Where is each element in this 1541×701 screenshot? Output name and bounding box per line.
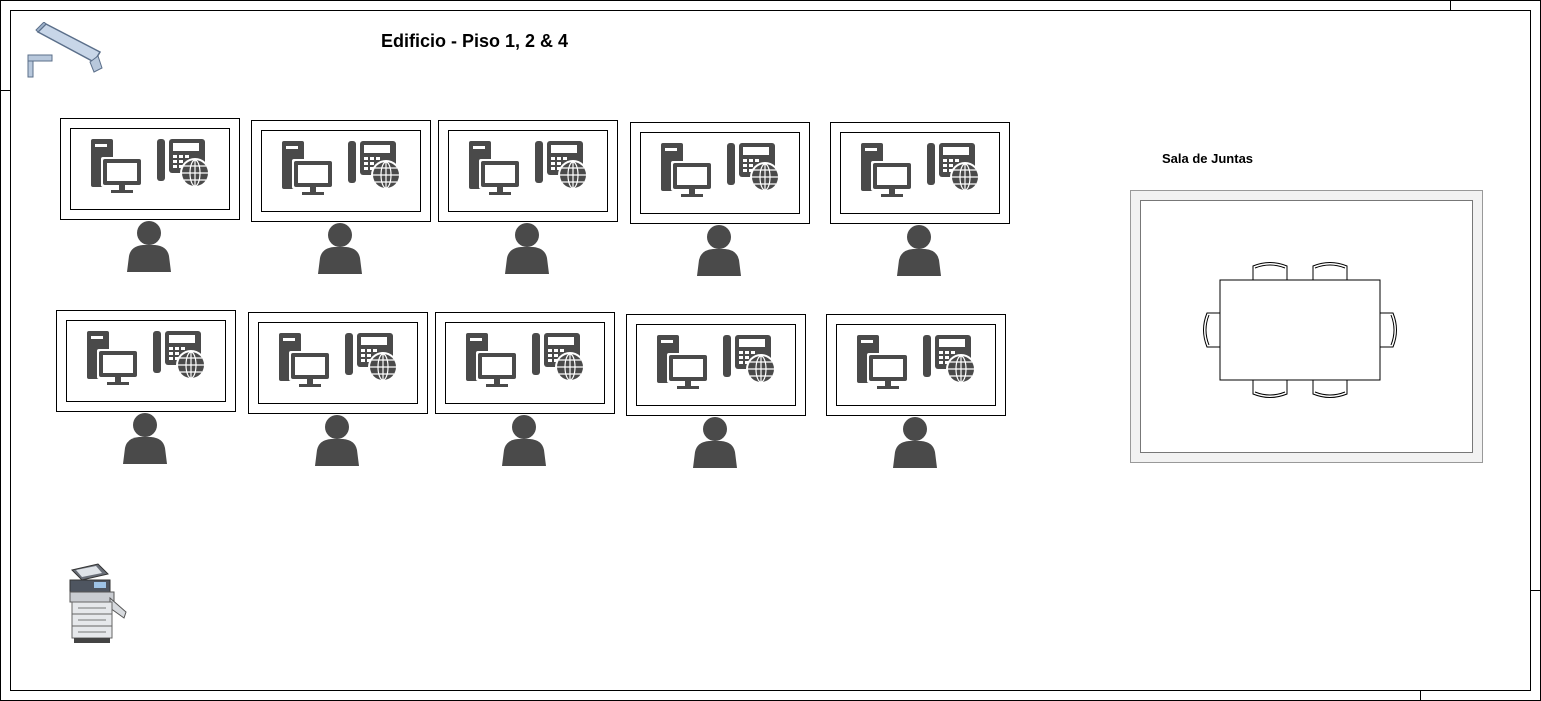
- wall-right-inner: [1530, 10, 1531, 691]
- workstation-desk[interactable]: [630, 122, 810, 224]
- computer-and-ip-phone-icon: [855, 333, 979, 398]
- user-icon: [503, 222, 551, 279]
- workstation-desk-surface: [258, 322, 418, 404]
- workstation-desk-surface: [445, 322, 605, 404]
- workstation-desk-surface: [640, 132, 800, 214]
- user-icon: [691, 416, 739, 473]
- user-icon: [313, 414, 361, 471]
- workstation-desk-surface: [840, 132, 1000, 214]
- wall-tick-top-right: [1450, 0, 1451, 10]
- wall-tick-left: [0, 90, 10, 91]
- computer-and-ip-phone-icon: [280, 139, 404, 204]
- wall-left-outer: [0, 0, 1, 701]
- user-icon: [316, 222, 364, 279]
- workstation-desk[interactable]: [830, 122, 1010, 224]
- user-icon: [121, 412, 169, 469]
- user-icon: [125, 220, 173, 277]
- workstation-desk-surface: [636, 324, 796, 406]
- security-camera-icon[interactable]: [24, 22, 104, 80]
- workstation-desk[interactable]: [60, 118, 240, 220]
- computer-and-ip-phone-icon: [655, 333, 779, 398]
- computer-and-ip-phone-icon: [277, 331, 401, 396]
- wall-top-inner: [10, 10, 1531, 11]
- workstation-desk[interactable]: [435, 312, 615, 414]
- printer-copier-icon[interactable]: [64, 562, 130, 646]
- computer-and-ip-phone-icon: [85, 329, 209, 394]
- workstation-desk[interactable]: [248, 312, 428, 414]
- computer-and-ip-phone-icon: [859, 141, 983, 206]
- workstation-desk-surface: [70, 128, 230, 210]
- wall-tick-right: [1531, 590, 1541, 591]
- meeting-table-with-chairs-icon[interactable]: [1195, 258, 1405, 402]
- user-icon: [695, 224, 743, 281]
- user-icon: [891, 416, 939, 473]
- user-icon: [895, 224, 943, 281]
- computer-and-ip-phone-icon: [464, 331, 588, 396]
- workstation-desk-surface: [448, 130, 608, 212]
- workstation-desk[interactable]: [251, 120, 431, 222]
- workstation-desk[interactable]: [438, 120, 618, 222]
- computer-and-ip-phone-icon: [467, 139, 591, 204]
- workstation-desk-surface: [66, 320, 226, 402]
- computer-and-ip-phone-icon: [659, 141, 783, 206]
- workstation-desk-surface: [261, 130, 421, 212]
- workstation-desk[interactable]: [626, 314, 806, 416]
- wall-bottom-inner: [10, 690, 1531, 691]
- workstation-desk[interactable]: [826, 314, 1006, 416]
- wall-left-inner: [10, 10, 11, 691]
- meeting-room[interactable]: [1130, 190, 1483, 463]
- workstation-desk[interactable]: [56, 310, 236, 412]
- computer-and-ip-phone-icon: [89, 137, 213, 202]
- meeting-room-label: Sala de Juntas: [1162, 151, 1254, 166]
- workstation-desk-surface: [836, 324, 996, 406]
- wall-top-outer: [0, 0, 1541, 1]
- user-icon: [500, 414, 548, 471]
- wall-tick-bottom: [1420, 691, 1421, 701]
- floor-title: Edificio - Piso 1, 2 & 4: [381, 31, 569, 51]
